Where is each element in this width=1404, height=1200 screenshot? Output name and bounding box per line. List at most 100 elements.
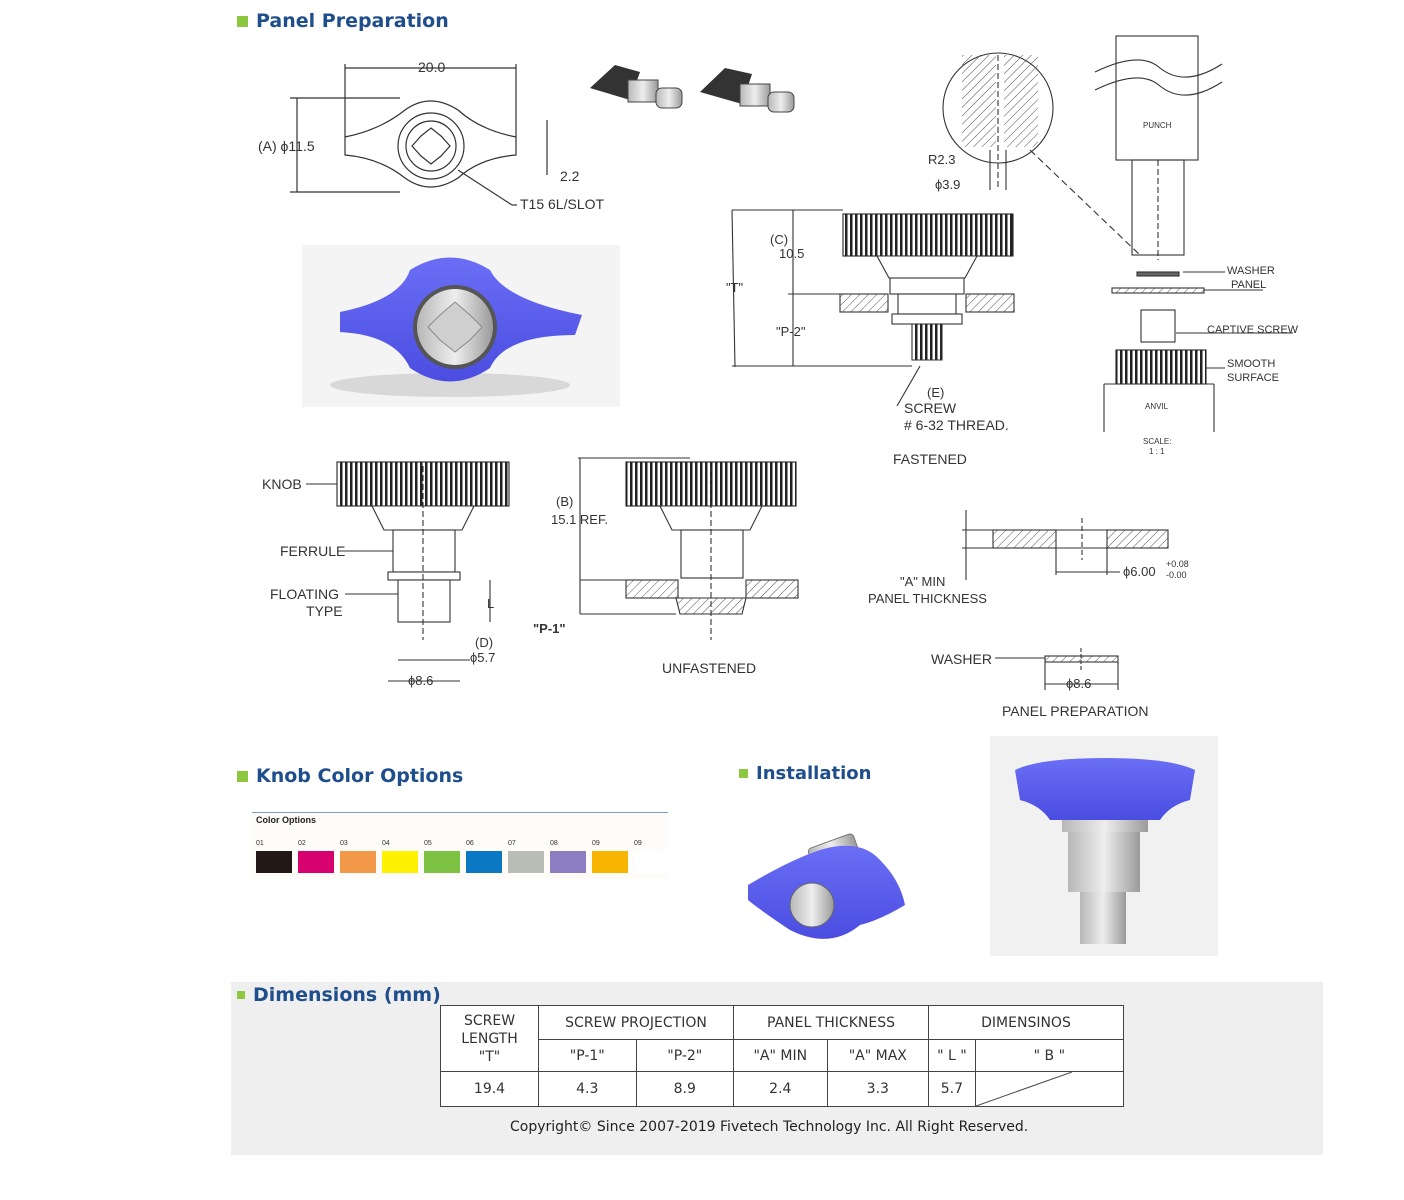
dim-6-tol-minus: -0.00 bbox=[1166, 570, 1187, 580]
dim-p2-label: "P-2" bbox=[776, 324, 806, 339]
label-panel-upper: PANEL bbox=[1231, 279, 1267, 291]
dim-c-label: (C) bbox=[770, 232, 789, 247]
caption-unfastened: UNFASTENED bbox=[662, 660, 757, 676]
dim-3-9: ϕ3.9 bbox=[935, 177, 961, 192]
dim-width: 20.0 bbox=[418, 59, 446, 75]
color-swatch bbox=[424, 851, 460, 873]
subheader-b: " B " bbox=[974, 1039, 1125, 1072]
label-e: (E) bbox=[927, 385, 945, 400]
swatch-code: 06 bbox=[466, 840, 474, 847]
copyright-text: Copyright© Since 2007-2019 Fivetech Tech… bbox=[510, 1119, 1029, 1135]
subheader-l: " L " bbox=[928, 1039, 976, 1072]
heading-panel-preparation: Panel Preparation bbox=[237, 10, 449, 32]
top-view-drawing bbox=[290, 64, 548, 206]
label-washer: WASHER bbox=[931, 651, 992, 667]
fastened-drawing bbox=[731, 209, 1015, 407]
dim-b-value: 15.1 REF. bbox=[551, 512, 609, 527]
heading-dimensions: Dimensions (mm) bbox=[237, 984, 441, 1006]
swatch-code: 07 bbox=[508, 840, 516, 847]
color-swatch bbox=[382, 851, 418, 873]
dim-c-value: 10.5 bbox=[779, 246, 805, 261]
blue-knob-render bbox=[302, 245, 620, 407]
dim-washer-8-6: ϕ8.6 bbox=[1066, 676, 1092, 691]
cell-l: 5.7 bbox=[928, 1071, 976, 1107]
cell-p2: 8.9 bbox=[635, 1071, 734, 1107]
label-screw: SCREW bbox=[904, 400, 957, 416]
label-panel-thickness: PANEL THICKNESS bbox=[868, 591, 987, 606]
detail-circle bbox=[942, 52, 1141, 256]
label-t15: T15 6L/SLOT bbox=[520, 196, 605, 212]
dim-6: ϕ6.00 bbox=[1123, 564, 1156, 579]
punch-diagram bbox=[1094, 35, 1293, 432]
swatch-code: 09 bbox=[634, 840, 642, 847]
subheader-p1: "P-1" bbox=[538, 1039, 637, 1072]
cell-a-max: 3.3 bbox=[826, 1071, 930, 1107]
installation-render-1 bbox=[710, 788, 965, 980]
dimensions-table: SCREW LENGTH "T" SCREW PROJECTION PANEL … bbox=[440, 1005, 1125, 1107]
heading-text: Dimensions (mm) bbox=[253, 984, 441, 1006]
heading-text: Knob Color Options bbox=[256, 765, 464, 787]
subheader-a-max: "A" MAX bbox=[826, 1039, 930, 1072]
color-swatch bbox=[592, 851, 628, 873]
label-floating: FLOATING bbox=[270, 586, 339, 602]
dim-d-label: (D) bbox=[475, 635, 494, 650]
color-options-panel: Color Options 01 02 03 04 05 06 07 08 09 09 bbox=[252, 812, 670, 879]
header-screw-length: SCREW LENGTH "T" bbox=[440, 1005, 539, 1072]
swatch-code: 08 bbox=[550, 840, 558, 847]
color-swatch bbox=[550, 851, 586, 873]
color-options-title: Color Options bbox=[256, 815, 316, 825]
heading-text: Panel Preparation bbox=[256, 10, 449, 32]
color-swatch bbox=[466, 851, 502, 873]
floating-type-drawing bbox=[306, 461, 510, 682]
subheader-a-min: "A" MIN bbox=[733, 1039, 828, 1072]
label-punch: PUNCH bbox=[1143, 121, 1172, 130]
cell-p1: 4.3 bbox=[538, 1071, 637, 1107]
bullet-icon bbox=[739, 769, 748, 778]
unfastened-drawing bbox=[578, 457, 799, 640]
heading-knob-colors: Knob Color Options bbox=[237, 765, 463, 787]
technical-drawings bbox=[290, 35, 1293, 980]
label-a-min: "A" MIN bbox=[900, 574, 946, 589]
swatch-code: 03 bbox=[340, 840, 348, 847]
swatch-code: 02 bbox=[298, 840, 306, 847]
cell-a-min: 2.4 bbox=[733, 1071, 828, 1107]
color-swatch bbox=[508, 851, 544, 873]
label-surface: SURFACE bbox=[1227, 372, 1279, 384]
label-captive-screw: CAPTIVE SCREW bbox=[1207, 324, 1299, 336]
color-swatch bbox=[298, 851, 334, 873]
color-swatch bbox=[634, 851, 670, 873]
dim-6-tol-plus: +0.08 bbox=[1166, 559, 1189, 569]
color-swatch bbox=[340, 851, 376, 873]
caption-panel-preparation: PANEL PREPARATION bbox=[1002, 703, 1149, 719]
dim-l: L bbox=[487, 596, 495, 611]
dim-5-7: ϕ5.7 bbox=[470, 650, 496, 665]
swatch-code: 05 bbox=[424, 840, 432, 847]
heading-text: Installation bbox=[756, 763, 872, 784]
subheader-p2: "P-2" bbox=[635, 1039, 734, 1072]
label-anvil: ANVIL bbox=[1145, 402, 1169, 411]
dim-2-2: 2.2 bbox=[560, 168, 580, 184]
swatch-code: 09 bbox=[592, 840, 600, 847]
panel-thickness-drawing bbox=[962, 510, 1169, 580]
thumbnail-screws bbox=[590, 65, 795, 113]
cell-t: 19.4 bbox=[440, 1071, 539, 1107]
color-swatch bbox=[256, 851, 292, 873]
heading-installation: Installation bbox=[739, 763, 871, 784]
swatch-code: 04 bbox=[382, 840, 390, 847]
dim-p1-label: "P-1" bbox=[533, 621, 566, 636]
label-knob: KNOB bbox=[262, 476, 302, 492]
swatch-code: 01 bbox=[256, 840, 264, 847]
dim-b-label: (B) bbox=[556, 494, 574, 509]
label-scale-value: 1 : 1 bbox=[1149, 447, 1165, 456]
label-smooth: SMOOTH bbox=[1227, 358, 1276, 370]
label-scale: SCALE: bbox=[1143, 437, 1172, 446]
bullet-icon bbox=[237, 770, 248, 782]
installation-render-2 bbox=[990, 736, 1218, 956]
diagonal-slash bbox=[975, 1072, 1072, 1106]
dim-8-6: ϕ8.6 bbox=[408, 673, 434, 688]
dim-t-label: "T" bbox=[726, 280, 744, 295]
label-thread: # 6-32 THREAD. bbox=[904, 417, 1009, 433]
label-washer-upper: WASHER bbox=[1227, 265, 1275, 277]
bullet-icon bbox=[237, 15, 248, 27]
header-panel-thickness: PANEL THICKNESS bbox=[733, 1005, 929, 1040]
